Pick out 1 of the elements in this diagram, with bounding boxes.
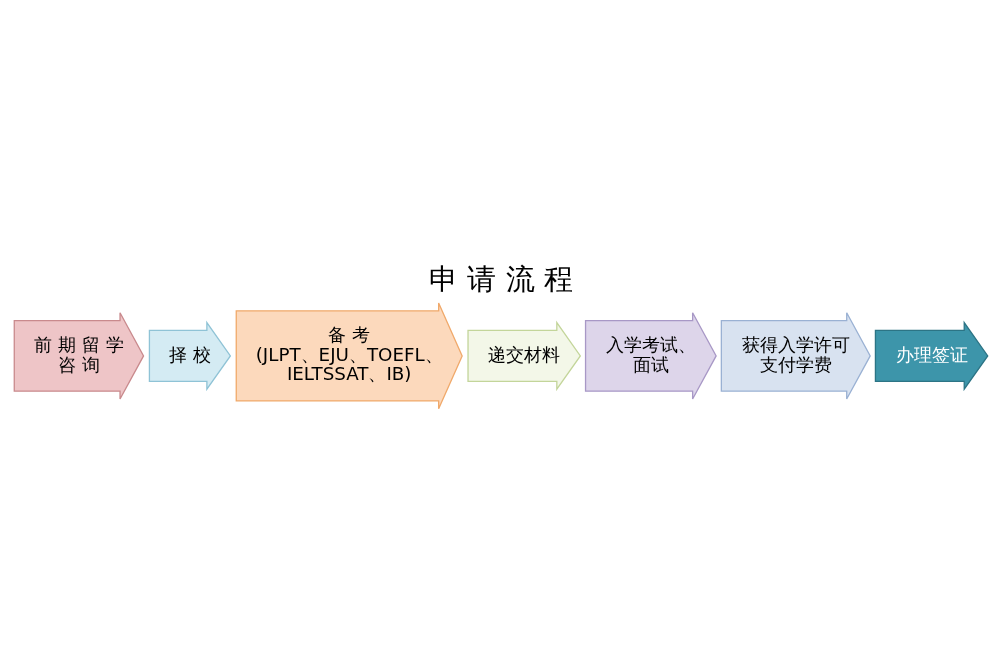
diagram-title: 申 请 流 程 (428, 262, 573, 297)
